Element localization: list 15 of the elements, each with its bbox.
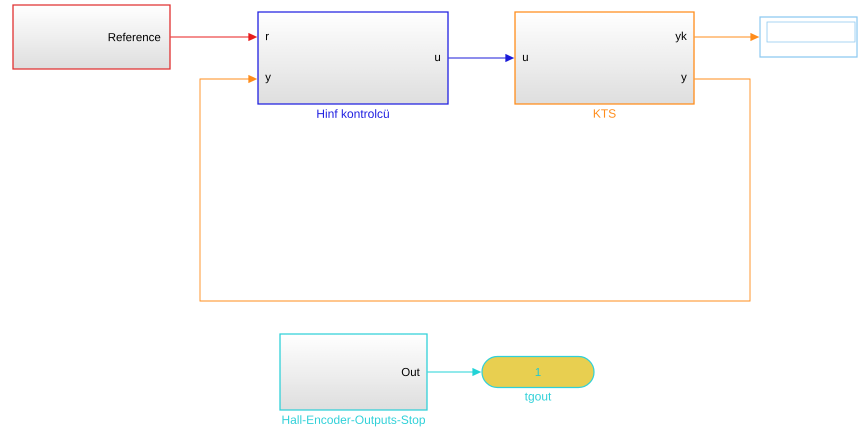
block-label: Reference bbox=[108, 32, 160, 42]
arrow bbox=[200, 74, 750, 302]
display-block bbox=[759, 16, 858, 58]
port-label: u bbox=[435, 54, 440, 62]
port-label: y bbox=[681, 74, 687, 84]
port-label: Out bbox=[402, 368, 420, 376]
block-name: KTS bbox=[594, 109, 616, 118]
port-label: y bbox=[265, 74, 271, 84]
block-name: tgout bbox=[524, 392, 552, 403]
port-label: u bbox=[522, 54, 528, 62]
block-name: Hall-Encoder-Outputs-Stop bbox=[282, 415, 425, 426]
block-label: 1 bbox=[536, 368, 541, 376]
block-name: Hinf kontrolcü bbox=[317, 109, 389, 118]
port-label: r bbox=[266, 34, 269, 40]
port-label: yk bbox=[675, 32, 687, 42]
